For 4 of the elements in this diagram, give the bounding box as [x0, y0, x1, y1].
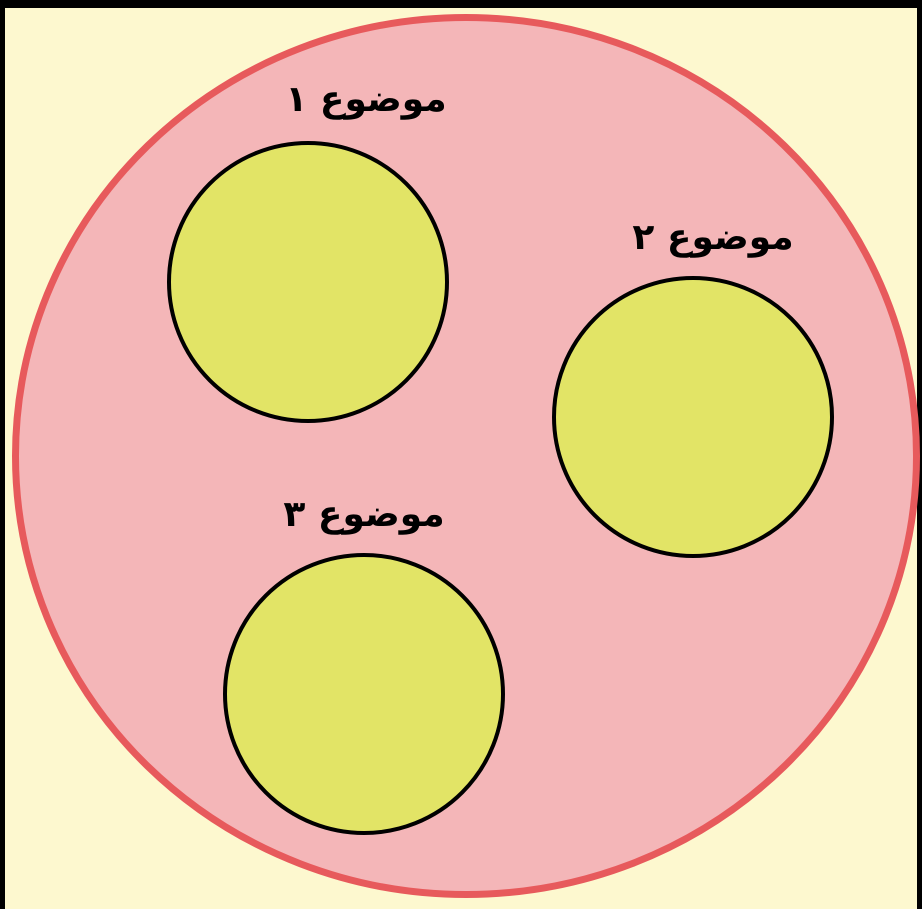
circle-area [12, 14, 920, 898]
topic-label: موضوع ۱ [284, 78, 448, 122]
topic-label: موضوع ۲ [631, 216, 795, 260]
topic-label: موضوع ۳ [282, 493, 446, 537]
